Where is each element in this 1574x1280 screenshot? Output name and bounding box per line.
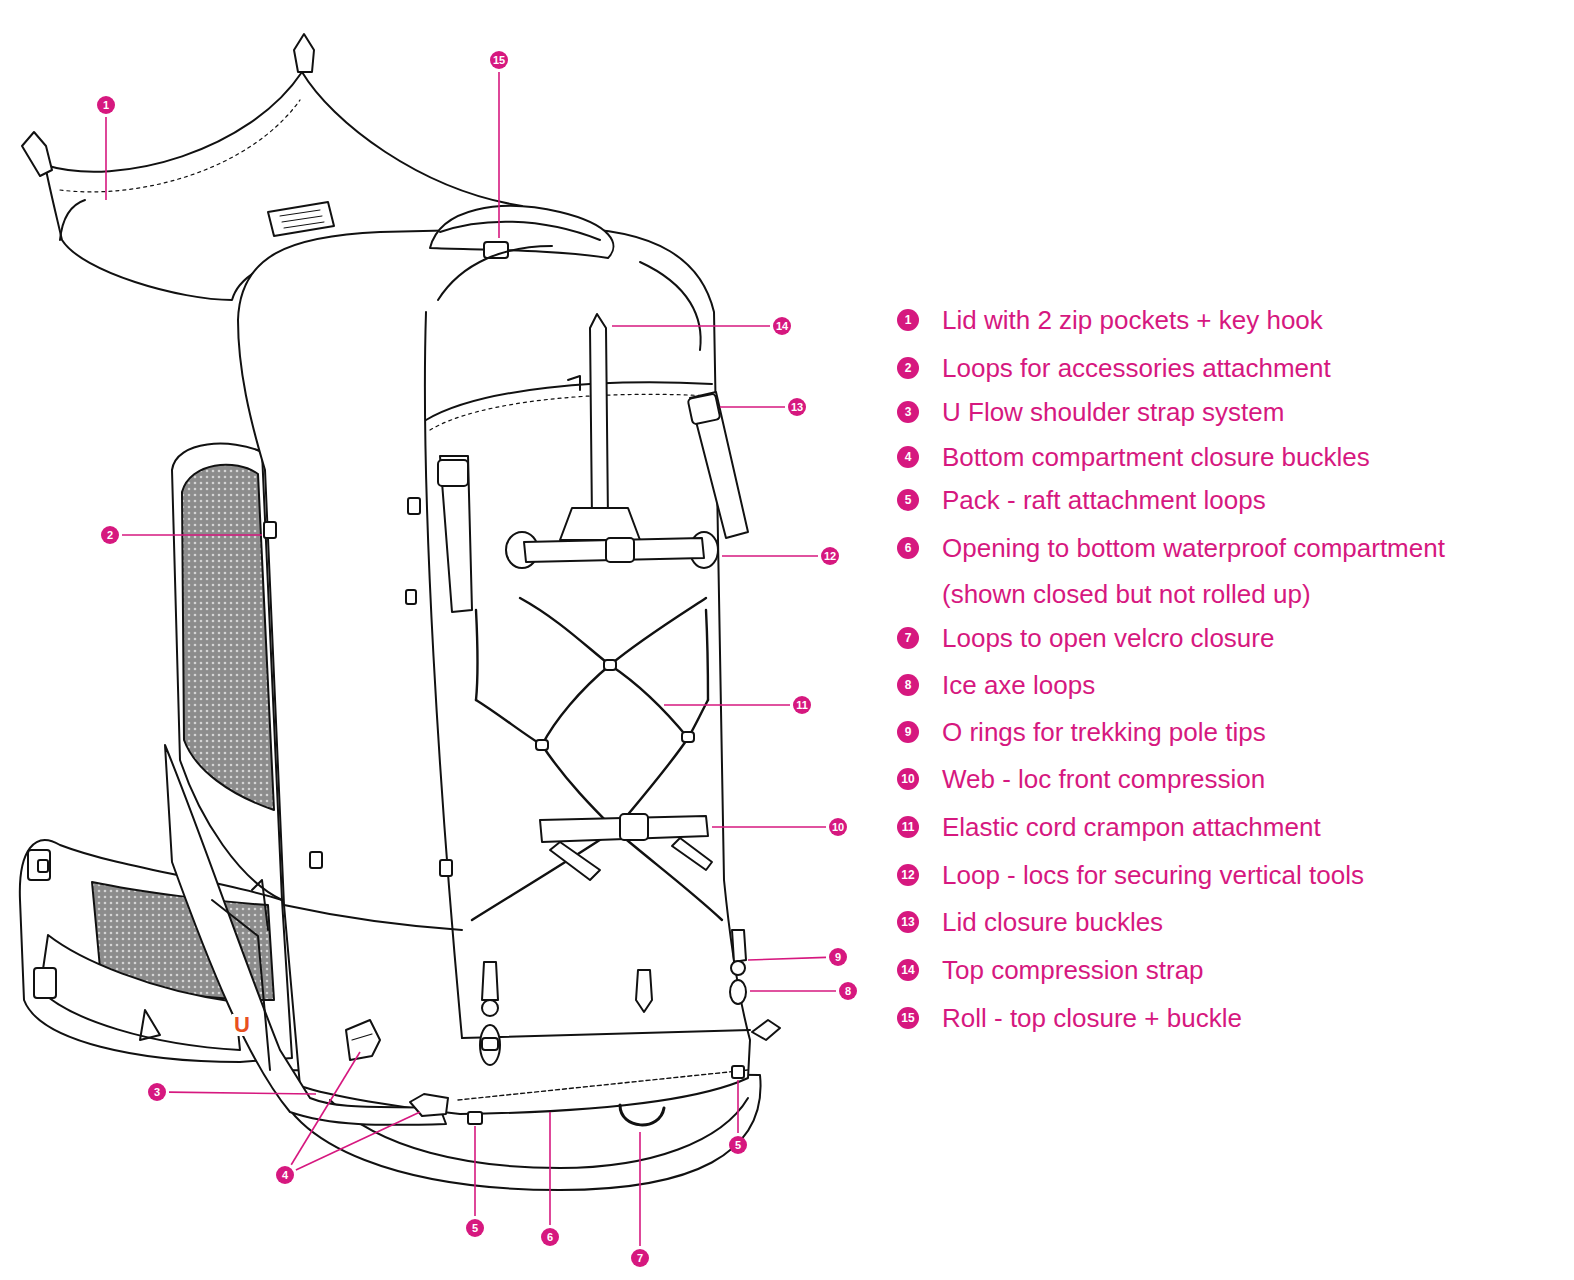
legend-number: 12 <box>897 864 919 886</box>
callout-number: 10 <box>829 818 847 836</box>
callout-number: 1 <box>97 96 115 114</box>
leader-line <box>549 1112 551 1225</box>
leader-line <box>498 72 500 238</box>
legend-text: Pack - raft attachment loops <box>942 477 1502 523</box>
legend-text: Ice axe loops <box>942 662 1502 708</box>
callout-number: 11 <box>793 696 811 714</box>
legend-text: Top compression strap <box>942 947 1502 993</box>
legend-text: O rings for trekking pole tips <box>942 709 1502 755</box>
callout-number: 4 <box>276 1166 294 1184</box>
legend-text: Loop - locs for securing vertical tools <box>942 852 1502 898</box>
leader-line <box>296 1112 420 1170</box>
leader-line <box>737 1080 739 1133</box>
legend-text: Web - loc front compression <box>942 756 1502 802</box>
leader-line <box>291 1052 360 1165</box>
legend-number: 1 <box>897 309 919 331</box>
callout-number: 2 <box>101 526 119 544</box>
callout-number: 8 <box>839 982 857 1000</box>
legend-text: Lid with 2 zip pockets + key hook <box>942 297 1502 343</box>
legend-number: 3 <box>897 401 919 423</box>
legend-text: Loops to open velcro closure <box>942 615 1502 661</box>
callout-number: 7 <box>631 1249 649 1267</box>
leader-line <box>750 990 836 992</box>
legend-number: 8 <box>897 674 919 696</box>
logo-letter: U <box>232 1014 252 1036</box>
legend-number: 4 <box>897 446 919 468</box>
leader-line <box>748 957 826 960</box>
callout-number: 15 <box>490 51 508 69</box>
leader-line <box>612 325 770 327</box>
legend-text: Lid closure buckles <box>942 899 1502 945</box>
legend-number: 2 <box>897 357 919 379</box>
callout-number: 5 <box>729 1136 747 1154</box>
callout-number: 13 <box>788 398 806 416</box>
legend-number: 5 <box>897 489 919 511</box>
callout-number: 6 <box>541 1228 559 1246</box>
legend-number: 7 <box>897 627 919 649</box>
legend-text: Loops for accessories attachment <box>942 345 1502 391</box>
legend-number: 14 <box>897 959 919 981</box>
legend-number: 10 <box>897 768 919 790</box>
leader-line <box>169 1092 316 1094</box>
callout-number: 9 <box>829 948 847 966</box>
leader-line <box>639 1132 641 1246</box>
legend-number: 6 <box>897 537 919 559</box>
callout-number: 5 <box>466 1219 484 1237</box>
leader-line <box>722 555 818 557</box>
leader-line <box>664 704 790 706</box>
callout-number: 3 <box>148 1083 166 1101</box>
legend-text: Elastic cord crampon attachment <box>942 804 1502 850</box>
legend-number: 13 <box>897 911 919 933</box>
legend-number: 15 <box>897 1007 919 1029</box>
leader-line <box>720 406 785 408</box>
leader-line <box>122 534 262 536</box>
callout-number: 14 <box>773 317 791 335</box>
legend-number: 9 <box>897 721 919 743</box>
leader-line <box>712 826 826 828</box>
leader-line <box>105 117 107 200</box>
callout-number: 12 <box>821 547 839 565</box>
legend-text: Bottom compartment closure buckles <box>942 434 1502 480</box>
legend-number: 11 <box>897 816 919 838</box>
legend-text: Opening to bottom waterproof compartment… <box>942 525 1502 617</box>
legend-text: Roll - top closure + buckle <box>942 995 1502 1041</box>
legend-text: U Flow shoulder strap system <box>942 389 1502 435</box>
leader-line <box>474 1126 476 1216</box>
